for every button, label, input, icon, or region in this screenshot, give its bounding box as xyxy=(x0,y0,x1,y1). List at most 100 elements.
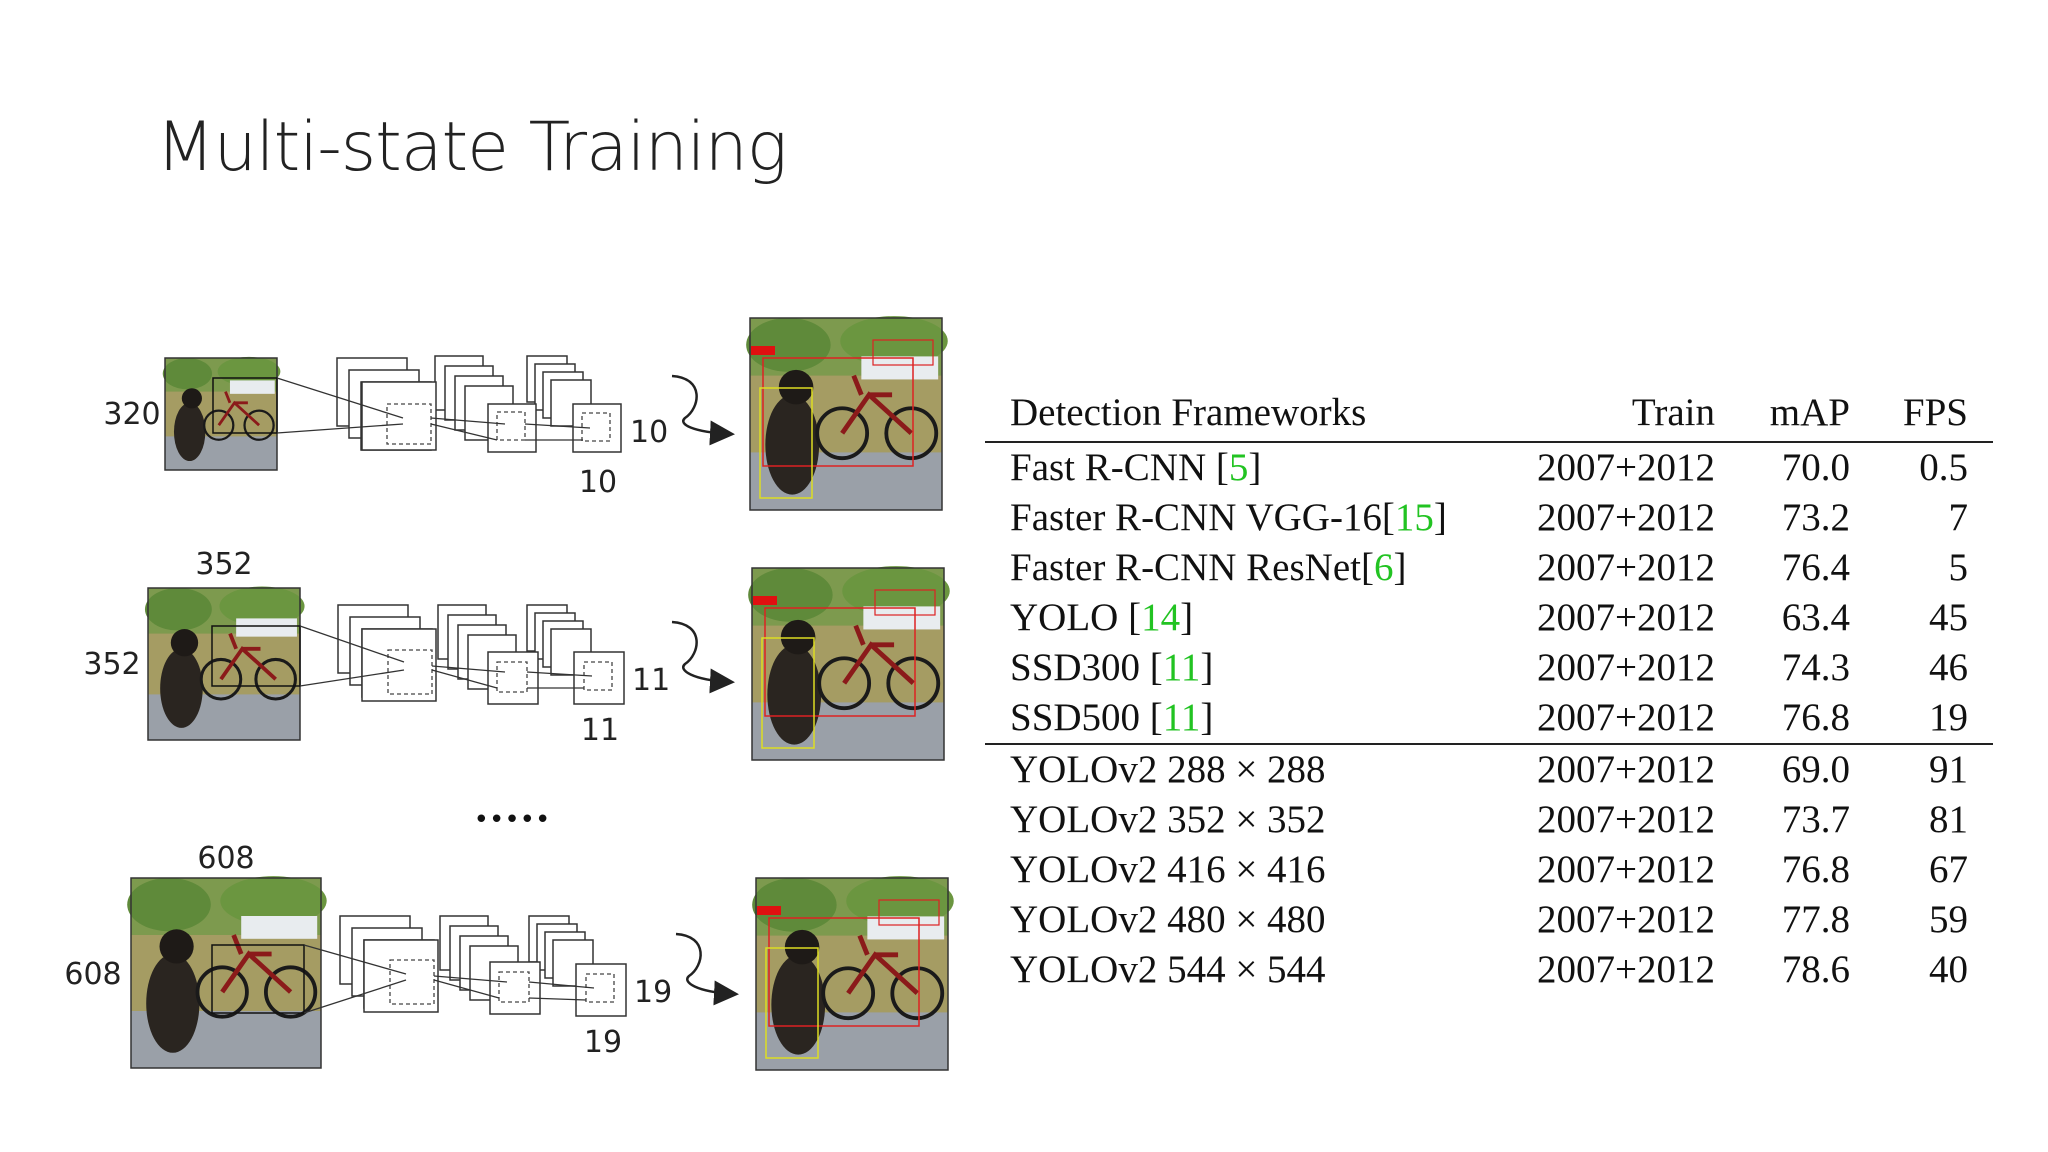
header-train: Train xyxy=(1631,391,1715,434)
framework-label: YOLOv2 288 × 288 xyxy=(1010,748,1326,791)
map-cell: 77.8 xyxy=(1781,898,1850,941)
table-row: YOLO [14] 2007+2012 63.4 45 xyxy=(985,593,1993,643)
slide-title: Multi-state Training xyxy=(156,108,788,187)
train-cell: 2007+2012 xyxy=(1537,646,1715,689)
framework-name: Faster R-CNN ResNet[6] xyxy=(985,543,1520,593)
framework-label: YOLOv2 352 × 352 xyxy=(1010,798,1326,841)
map-cell: 78.6 xyxy=(1781,948,1850,991)
train-cell: 2007+2012 xyxy=(1537,496,1715,539)
fps-cell: 45 xyxy=(1929,596,1968,639)
framework-name: YOLO [14] xyxy=(985,593,1520,643)
table-row: YOLOv2 416 × 416 2007+2012 76.8 67 xyxy=(985,845,1993,895)
train-cell: 2007+2012 xyxy=(1537,696,1715,739)
table-header-row: Detection Frameworks Train mAP FPS xyxy=(985,385,1993,442)
table-row: Faster R-CNN VGG-16[15] 2007+2012 73.2 7 xyxy=(985,493,1993,543)
header-map: mAP xyxy=(1769,391,1850,434)
input-size-side: 352 xyxy=(83,647,140,682)
fps-cell: 7 xyxy=(1948,496,1969,539)
train-cell: 2007+2012 xyxy=(1537,596,1715,639)
detection-output-image xyxy=(752,876,954,1070)
diagram-row-320: 320 320 10 10 xyxy=(103,300,947,510)
table-row: SSD500 [11] 2007+2012 76.8 19 xyxy=(985,693,1993,744)
train-cell: 2007+2012 xyxy=(1537,898,1715,941)
detection-results-table: Detection Frameworks Train mAP FPS Fast … xyxy=(985,385,1993,995)
framework-label: Faster R-CNN VGG-16[ xyxy=(1010,496,1395,539)
map-cell: 73.2 xyxy=(1781,496,1850,539)
map-cell: 63.4 xyxy=(1781,596,1850,639)
output-size-bottom: 19 xyxy=(584,1025,622,1060)
table-row: SSD300 [11] 2007+2012 74.3 46 xyxy=(985,643,1993,693)
output-size-side: 11 xyxy=(632,663,670,698)
output-size-bottom: 10 xyxy=(579,465,617,500)
fps-cell: 0.5 xyxy=(1919,446,1968,489)
map-cell: 76.8 xyxy=(1781,848,1850,891)
framework-name: Faster R-CNN VGG-16[15] xyxy=(985,493,1520,543)
citation-ref[interactable]: 6 xyxy=(1373,546,1394,589)
framework-label: YOLOv2 480 × 480 xyxy=(1010,898,1326,941)
conv-stack xyxy=(337,604,625,705)
fps-cell: 91 xyxy=(1850,743,1993,795)
map-cell: 69.0 xyxy=(1715,743,1850,795)
train-cell: 2007+2012 xyxy=(1537,848,1715,891)
framework-name: Fast R-CNN [5] xyxy=(985,442,1520,493)
bracket-close: ] xyxy=(1393,546,1407,589)
bracket-close: ] xyxy=(1200,696,1214,739)
citation-ref[interactable]: 11 xyxy=(1162,646,1201,689)
citation-ref[interactable]: 5 xyxy=(1228,446,1249,489)
map-cell: 70.0 xyxy=(1781,446,1850,489)
framework-label: SSD300 [ xyxy=(1010,646,1163,689)
fps-cell: 19 xyxy=(1929,696,1968,739)
map-cell: 73.7 xyxy=(1781,798,1850,841)
framework-name: SSD500 [11] xyxy=(985,693,1520,744)
framework-label: YOLO [ xyxy=(1010,596,1142,639)
arrow-icon xyxy=(671,620,735,694)
fps-cell: 46 xyxy=(1929,646,1968,689)
bracket-close: ] xyxy=(1248,446,1262,489)
ellipsis: ••••• xyxy=(474,805,551,835)
output-size-bottom: 11 xyxy=(581,713,619,748)
citation-ref[interactable]: 15 xyxy=(1394,496,1434,539)
framework-name: YOLOv2 416 × 416 xyxy=(985,845,1520,895)
input-size-top: 352 xyxy=(195,547,252,582)
fps-cell: 67 xyxy=(1929,848,1968,891)
fps-cell: 40 xyxy=(1929,948,1968,991)
train-cell: 2007+2012 xyxy=(1520,743,1715,795)
detection-output-image xyxy=(748,566,950,760)
input-image xyxy=(161,355,282,472)
framework-name: YOLOv2 544 × 544 xyxy=(985,945,1520,995)
framework-name: YOLOv2 288 × 288 xyxy=(985,743,1520,795)
diagram-row-352: 352 352 11 11 xyxy=(83,547,949,760)
input-image xyxy=(143,584,307,742)
conv-stack xyxy=(336,355,622,453)
citation-ref[interactable]: 11 xyxy=(1162,696,1201,739)
framework-name: YOLOv2 480 × 480 xyxy=(985,895,1520,945)
fps-cell: 59 xyxy=(1929,898,1968,941)
table-row: Faster R-CNN ResNet[6] 2007+2012 76.4 5 xyxy=(985,543,1993,593)
framework-label: YOLOv2 544 × 544 xyxy=(1010,948,1326,991)
output-size-side: 19 xyxy=(634,975,672,1010)
input-image xyxy=(127,876,327,1068)
map-cell: 76.4 xyxy=(1781,546,1850,589)
table-row: Fast R-CNN [5] 2007+2012 70.0 0.5 xyxy=(985,442,1993,493)
output-size-side: 10 xyxy=(630,415,668,450)
bracket-close: ] xyxy=(1433,496,1447,539)
header-detection-frameworks: Detection Frameworks xyxy=(1010,391,1367,434)
fps-cell: 5 xyxy=(1948,546,1969,589)
table-row: YOLOv2 480 × 480 2007+2012 77.8 59 xyxy=(985,895,1993,945)
arrow-icon xyxy=(671,374,735,446)
train-cell: 2007+2012 xyxy=(1537,446,1715,489)
input-size-side: 320 xyxy=(103,397,160,432)
input-size-top: 608 xyxy=(197,841,254,876)
map-cell: 76.8 xyxy=(1781,696,1850,739)
framework-label: Fast R-CNN [ xyxy=(1010,446,1229,489)
multi-scale-diagram: 320 320 10 10 352 352 xyxy=(64,300,980,1100)
framework-label: SSD500 [ xyxy=(1010,696,1163,739)
framework-name: SSD300 [11] xyxy=(985,643,1520,693)
map-cell: 74.3 xyxy=(1781,646,1850,689)
citation-ref[interactable]: 14 xyxy=(1141,596,1181,639)
train-cell: 2007+2012 xyxy=(1537,546,1715,589)
